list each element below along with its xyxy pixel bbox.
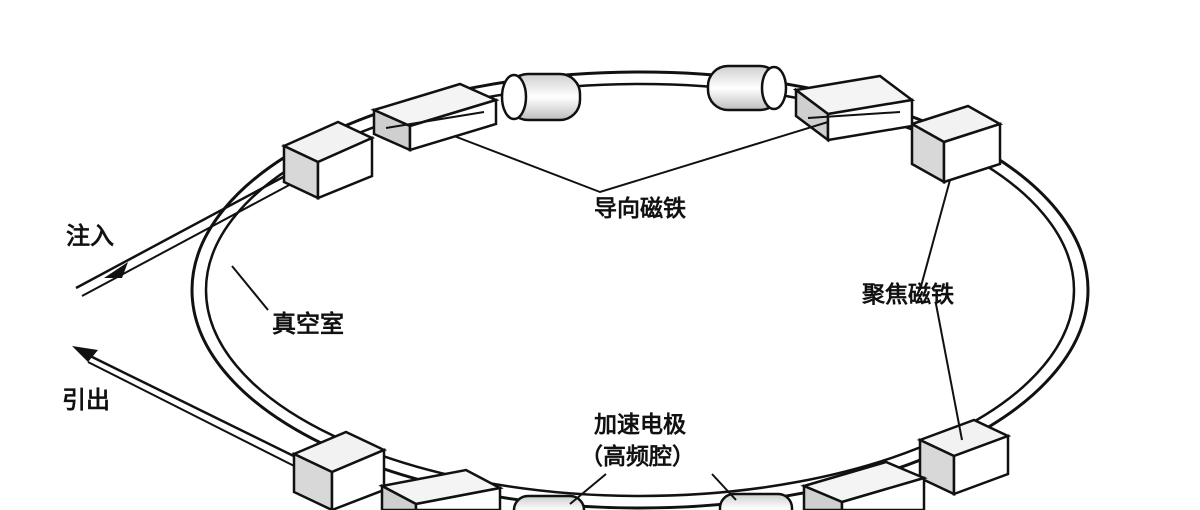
bending-magnet-bottom-left [378,468,504,510]
extraction-line [72,346,319,479]
label-rf-cavity: （高频腔） [580,443,695,470]
label-rf-electrode: 加速电极 [593,411,686,438]
focusing-magnet-bottom-left [290,430,388,510]
rf-cavity-bottom-right [718,492,794,510]
focusing-magnet-top-left [280,120,376,200]
injection-arrow [104,262,128,278]
vacuum-chamber-ring [190,70,1090,510]
rf-cavity-top-right [706,64,788,112]
label-vacuum-chamber: 真空室 [272,310,344,338]
rf-cavity-top-left [500,72,582,122]
label-inject: 注入 [66,222,114,250]
label-extract: 引出 [62,386,110,414]
focusing-magnet-bottom-right [916,418,1012,496]
extraction-arrow [72,346,98,362]
injection-line [75,166,307,297]
bending-magnet-top-left [370,82,500,152]
focusing-magnet-top-right [908,104,1004,185]
label-focusing-magnet: 聚焦磁铁 [861,281,954,308]
label-bending-magnet: 导向磁铁 [594,195,686,222]
bending-magnet-bottom-right [800,460,928,510]
bending-magnet-top-right [792,74,916,143]
rf-cavity-bottom-left [512,494,586,510]
leader-lines [231,121,963,505]
